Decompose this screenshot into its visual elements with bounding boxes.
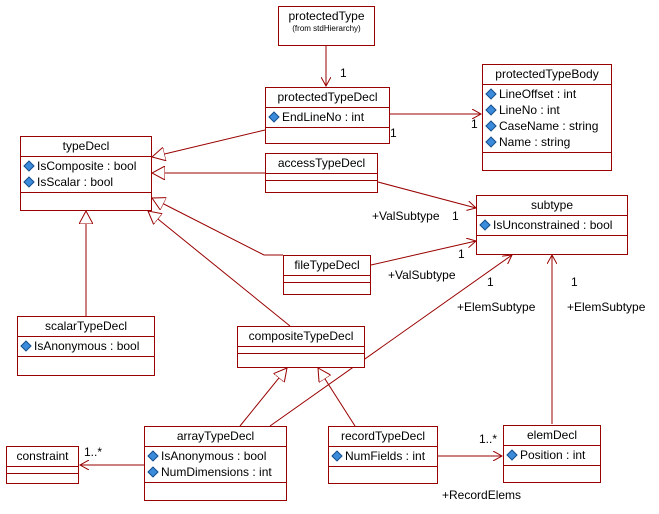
class-name: arrayTypeDecl [145, 427, 286, 447]
class-name: fileTypeDecl [284, 256, 370, 276]
class-name: subtype [477, 196, 627, 216]
class-name: elemDecl [504, 426, 600, 446]
class-package-note: (from stdHierarchy) [292, 24, 361, 33]
class-subtype[interactable]: subtype IsUnconstrained : bool [476, 195, 628, 255]
multiplicity-file-subtype: 1 [458, 247, 465, 261]
public-attribute-icon [485, 104, 497, 116]
public-attribute-icon [479, 219, 491, 231]
attribute: IsAnonymous : bool [20, 338, 151, 354]
attribute: IsScalar : bool [23, 174, 148, 190]
gen-record-composite [318, 368, 356, 427]
class-elemdecl[interactable]: elemDecl Position : int [503, 425, 601, 483]
public-attribute-icon [147, 466, 159, 478]
class-recordtypedecl[interactable]: recordTypeDecl NumFields : int [328, 426, 438, 484]
attribute: IsUnconstrained : bool [479, 217, 624, 233]
attribute: EndLineNo : int [268, 109, 386, 125]
attribute-list: IsAnonymous : bool [18, 337, 154, 357]
gen-composite-typedecl [148, 211, 291, 327]
attribute-list: LineOffset : int LineNo : int CaseName :… [483, 85, 611, 153]
gen-file-typedecl [152, 198, 283, 256]
class-compositetypedecl[interactable]: compositeTypeDecl [237, 326, 365, 368]
multiplicity-record-elems: 1..* [479, 432, 498, 446]
class-typedecl[interactable]: typeDecl IsComposite : bool IsScalar : b… [20, 136, 152, 211]
public-attribute-icon [20, 340, 32, 352]
attribute-list: IsAnonymous : bool NumDimensions : int [145, 447, 286, 483]
class-scalartypedecl[interactable]: scalarTypeDecl IsAnonymous : bool [17, 316, 155, 376]
class-protectedtype[interactable]: protectedType (from stdHierarchy) [278, 6, 375, 46]
class-name: protectedTypeDecl [266, 88, 389, 108]
public-attribute-icon [23, 176, 35, 188]
class-accesstypedecl[interactable]: accessTypeDecl [265, 153, 378, 193]
public-attribute-icon [23, 160, 35, 172]
attribute-list [238, 347, 364, 354]
attribute: Name : string [485, 134, 608, 150]
public-attribute-icon [147, 450, 159, 462]
public-attribute-icon [331, 450, 343, 462]
attribute-list [7, 467, 78, 474]
class-protectedtypedecl[interactable]: protectedTypeDecl EndLineNo : int [265, 87, 390, 144]
class-name: compositeTypeDecl [238, 327, 364, 347]
class-constraint[interactable]: constraint [6, 446, 79, 484]
attribute: NumDimensions : int [147, 464, 283, 480]
assoc-access-subtype [377, 181, 476, 208]
attribute-list: IsUnconstrained : bool [477, 216, 627, 236]
class-filetypedecl[interactable]: fileTypeDecl [283, 255, 371, 295]
attribute: NumFields : int [331, 448, 434, 464]
attribute: IsAnonymous : bool [147, 448, 283, 464]
class-name: protectedTypeBody [483, 65, 611, 85]
multiplicity-decl-body-near-decl: 1 [390, 126, 397, 140]
class-name: typeDecl [21, 137, 151, 157]
role-access-valsubtype: +ValSubtype [372, 209, 440, 223]
attribute: LineOffset : int [485, 86, 608, 102]
attribute-list: NumFields : int [329, 447, 437, 467]
public-attribute-icon [506, 449, 518, 461]
role-array-elemsubtype: +ElemSubtype [457, 300, 536, 314]
attribute: Position : int [506, 447, 597, 463]
public-attribute-icon [485, 136, 497, 148]
multiplicity-decl-body-near-body: 1 [471, 117, 478, 131]
class-arraytypedecl[interactable]: arrayTypeDecl IsAnonymous : bool NumDime… [144, 426, 287, 501]
role-elemdecl-elemsubtype: +ElemSubtype [567, 300, 646, 314]
class-name: constraint [7, 447, 78, 467]
public-attribute-icon [485, 88, 497, 100]
class-name: protectedType [288, 9, 365, 23]
attribute-list: EndLineNo : int [266, 108, 389, 128]
multiplicity-constraint: 1..* [84, 445, 103, 459]
attribute-list [284, 276, 370, 283]
multiplicity-array-subtype: 1 [487, 275, 494, 289]
assoc-array-subtype [269, 255, 512, 427]
attribute-list [266, 174, 377, 181]
attribute: IsComposite : bool [23, 158, 148, 174]
multiplicity-elemdecl-subtype: 1 [571, 275, 578, 289]
public-attribute-icon [268, 111, 280, 123]
public-attribute-icon [485, 120, 497, 132]
attribute: CaseName : string [485, 118, 608, 134]
attribute: LineNo : int [485, 102, 608, 118]
class-name: recordTypeDecl [329, 427, 437, 447]
multiplicity-access-valsubtype: 1 [452, 209, 459, 223]
role-record-elems: +RecordElems [442, 488, 522, 502]
multiplicity-protectedtype: 1 [340, 66, 347, 80]
class-protectedtypebody[interactable]: protectedTypeBody LineOffset : int LineN… [482, 64, 612, 171]
attribute-list: IsComposite : bool IsScalar : bool [21, 157, 151, 193]
class-name-box: protectedType (from stdHierarchy) [279, 7, 374, 36]
class-name: accessTypeDecl [266, 154, 377, 174]
role-file-valsubtype: +ValSubtype [388, 268, 456, 282]
gen-array-composite [239, 368, 287, 427]
assoc-file-subtype [370, 241, 476, 266]
class-name: scalarTypeDecl [18, 317, 154, 337]
attribute-list: Position : int [504, 446, 600, 466]
gen-protecteddecl-typedecl [152, 129, 266, 157]
